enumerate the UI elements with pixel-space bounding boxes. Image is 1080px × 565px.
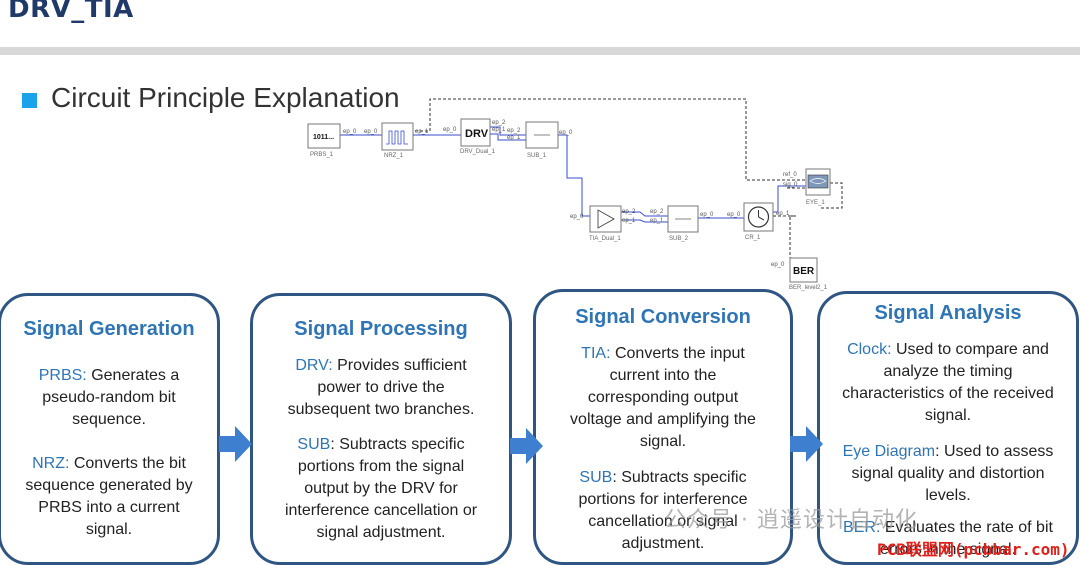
- card-item-keyword: PRBS:: [38, 367, 87, 384]
- drv-block-label: DRV: [465, 128, 489, 140]
- flow-arrow-icon: [510, 428, 543, 464]
- prbs-block-name: PRBS_1: [310, 152, 334, 158]
- port-label: sig_0: [783, 182, 798, 188]
- card-title: Signal Processing: [294, 318, 468, 340]
- card-item: TIA: Converts the input current into the…: [560, 343, 766, 453]
- prbs-block-label: 1011...: [313, 134, 334, 141]
- wire-sub1-tia: [558, 134, 590, 217]
- card-signal-processing: Signal Processing DRV: Provides sufficie…: [250, 293, 512, 565]
- port-label: ep_2: [650, 209, 664, 215]
- sub1-block-name: SUB_1: [527, 153, 547, 159]
- section-heading: Circuit Principle Explanation: [51, 82, 400, 113]
- amplifier-icon: [597, 209, 615, 229]
- card-item-text: Converts the input current into the corr…: [570, 345, 756, 450]
- card-item-text: Generates a pseudo-random bit sequence.: [42, 367, 180, 428]
- tia-block: [589, 205, 622, 233]
- wire-drv-sub1-b: [490, 133, 526, 141]
- nrz-block-name: NRZ_1: [384, 153, 404, 159]
- card-item-text: Converts the bit sequence generated by P…: [25, 455, 193, 538]
- flow-arrow-icon: [219, 426, 252, 462]
- eye-scope-icon: [807, 174, 829, 189]
- card-item-keyword: NRZ:: [32, 455, 70, 472]
- cr-block-name: CR_1: [745, 235, 761, 241]
- port-label: ref_0: [783, 172, 797, 178]
- heading-bullet: [22, 93, 37, 108]
- port-label: ep_2: [492, 120, 506, 126]
- card-signal-conversion: Signal Conversion TIA: Converts the inpu…: [533, 289, 793, 565]
- port-label: ep_0: [364, 129, 378, 135]
- card-item-keyword: Clock:: [847, 341, 892, 358]
- card-title: Signal Generation: [23, 318, 195, 340]
- wire-tia-sub2-a: [621, 211, 668, 217]
- port-label: ep_0: [570, 214, 584, 220]
- card-signal-analysis: Signal Analysis Clock: Used to compare a…: [817, 291, 1079, 565]
- ber-block-name: BER_level2_1: [789, 285, 828, 291]
- card-item-keyword: DRV:: [295, 357, 333, 374]
- card-item: NRZ: Converts the bit sequence generated…: [19, 453, 199, 541]
- port-label: ep_1: [492, 127, 506, 133]
- card-item-text: : Used to assess signal quality and dist…: [851, 443, 1054, 504]
- card-item-text: Evaluates the rate of bit errors in the …: [879, 519, 1053, 558]
- card-item-keyword: Eye Diagram: [842, 443, 936, 460]
- page-title: DRV_TIA: [8, 0, 134, 24]
- card-title: Signal Analysis: [874, 302, 1022, 324]
- dashed-wire-cr: [773, 215, 796, 268]
- card-item-keyword: SUB: [297, 436, 331, 453]
- dashed-wire-right: [820, 182, 843, 209]
- drv-block-name: DRV_Dual_1: [460, 149, 496, 155]
- card-item: PRBS: Generates a pseudo-random bit sequ…: [29, 365, 189, 431]
- drv-block: [460, 118, 491, 147]
- port-label: ep_0: [343, 129, 357, 135]
- circuit-diagram: ep_0 ep_0 ep_1 ep_0 ep_2 ep_1 ep_2 ep_1 …: [307, 98, 843, 291]
- port-label: ep_2: [507, 128, 521, 134]
- port-label: ep_0: [443, 127, 457, 133]
- nrz-pulse-icon: [386, 130, 408, 145]
- card-item-text: : Subtracts specific portions for interf…: [578, 469, 748, 552]
- prbs-block: [307, 123, 341, 149]
- eye-block-name: EYE_1: [806, 200, 825, 206]
- tia-block-name: TIA_Dual_1: [589, 236, 621, 242]
- wire-drv-sub1-a: [490, 126, 526, 136]
- ber-block-label: BER: [793, 266, 815, 277]
- port-label: ep_0: [727, 212, 741, 218]
- site-watermark: PCB联盟网(pcbbar.com): [877, 540, 1070, 559]
- card-item: BER: Evaluates the rate of bit errors in…: [840, 517, 1056, 561]
- card-item: DRV: Provides sufficient power to drive …: [279, 355, 483, 421]
- nrz-block: [381, 122, 414, 151]
- card-item-keyword: BER:: [843, 519, 881, 536]
- port-label: ep_2: [622, 209, 636, 215]
- port-label: ep_1: [415, 129, 429, 135]
- wechat-watermark: 公众号 · 逍遥设计自动化: [664, 508, 918, 533]
- card-item-text: Used to compare and analyze the timing c…: [842, 341, 1054, 424]
- card-item-text: Provides sufficient power to drive the s…: [287, 357, 475, 418]
- wire-tia-sub2-b: [621, 219, 668, 223]
- header-divider: [0, 47, 1080, 55]
- card-item-text: : Subtracts specific portions from the s…: [284, 436, 478, 541]
- ber-block: [789, 257, 818, 283]
- port-label: ep_1: [650, 218, 664, 224]
- card-item: SUB: Subtracts specific portions for int…: [570, 467, 756, 555]
- card-item: SUB: Subtracts specific portions from th…: [277, 434, 485, 544]
- card-title: Signal Conversion: [575, 306, 751, 328]
- port-label: ep_1: [507, 135, 521, 141]
- flow-arrow-icon: [790, 426, 823, 462]
- sub2-block-name: SUB_2: [669, 236, 689, 242]
- port-label: ep_1: [776, 211, 790, 217]
- card-item-keyword: TIA:: [581, 345, 611, 362]
- card-item: Clock: Used to compare and analyze the t…: [840, 339, 1056, 427]
- port-label: ep_0: [700, 212, 714, 218]
- port-label: ep_1: [622, 218, 636, 224]
- wire-cr-eye: [773, 185, 806, 213]
- port-label: ep_0: [771, 262, 785, 268]
- dashed-wire-top: [415, 98, 806, 181]
- card-item-keyword: SUB: [579, 469, 613, 486]
- card-signal-generation: Signal Generation PRBS: Generates a pseu…: [0, 293, 220, 565]
- card-item: Eye Diagram: Used to assess signal quali…: [840, 441, 1056, 507]
- port-label: ep_0: [559, 130, 573, 136]
